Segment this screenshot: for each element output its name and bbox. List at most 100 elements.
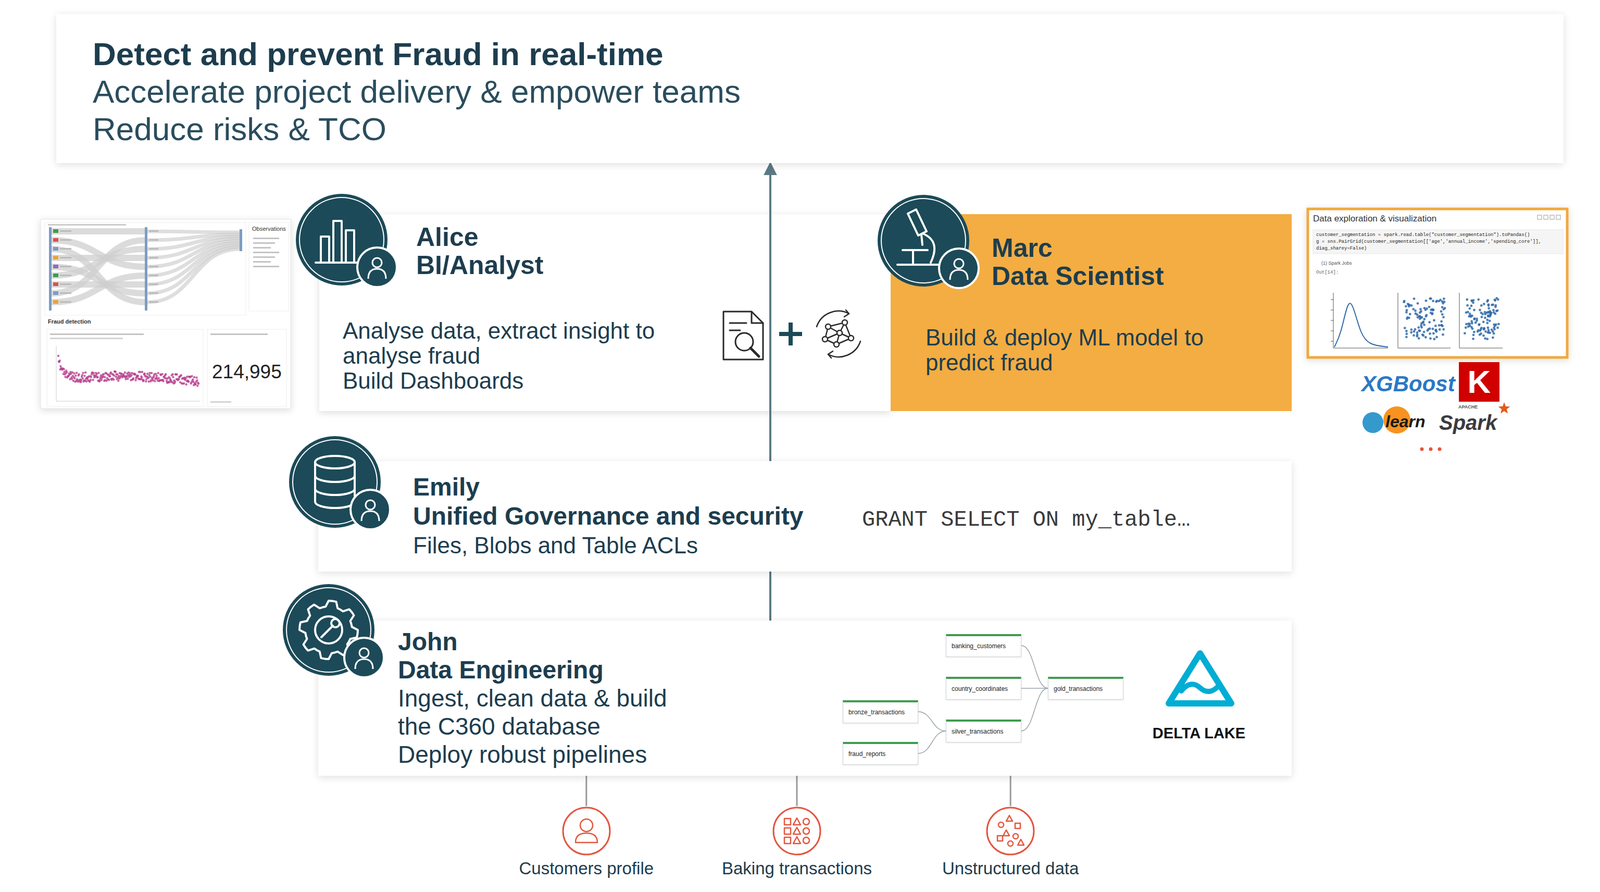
scatter-dot (1416, 333, 1419, 336)
scatter-dot (157, 376, 160, 379)
scatter-dot (1440, 323, 1443, 327)
scatter-dot (83, 374, 86, 377)
scatter-dot (1465, 310, 1468, 314)
shape-triangle (1003, 829, 1010, 836)
node-text: country_coordinates (951, 684, 1016, 693)
label-text: APACHE (1458, 404, 1478, 410)
shape-circle (803, 818, 810, 825)
text-group: EmilyUnified Governance and securityFile… (413, 472, 841, 560)
scatter-dot (1470, 299, 1473, 303)
scatter-dot (1431, 327, 1435, 331)
scatter-dot (1464, 326, 1468, 329)
scatter-dot (1443, 300, 1446, 304)
scatter-dot (1487, 306, 1491, 310)
sklearn-blob (1362, 411, 1384, 433)
scatter-dot (1491, 336, 1495, 340)
scatter-dot (1411, 307, 1415, 311)
scatter-dot (150, 371, 153, 374)
scatter-dot (1429, 336, 1432, 340)
scatter-dot (193, 376, 196, 379)
label-text: g = sns.PairGrid(customer_segmentation[[… (1316, 239, 1542, 245)
text-group: JohnData EngineeringIngest, clean data &… (397, 627, 690, 769)
shape-circle (1013, 833, 1019, 839)
text-bar (59, 247, 72, 250)
user-badge (939, 248, 979, 289)
legend-chip (53, 282, 59, 286)
hub (315, 616, 343, 644)
sankey-band (147, 248, 240, 303)
scatter-dot (1410, 304, 1414, 307)
plus-sign (779, 322, 803, 346)
toolbar-button (1543, 215, 1548, 220)
label-text: DELTA LAKE (1146, 723, 1252, 743)
scatter-dot (195, 376, 198, 379)
arm (922, 233, 935, 263)
pillar (911, 250, 915, 265)
text-bar (253, 242, 275, 244)
scatter-dot (1402, 300, 1406, 304)
person-body (575, 832, 598, 843)
page-fold (751, 311, 764, 323)
scatter-dot (140, 376, 143, 379)
scatter-dot (1434, 300, 1438, 303)
scatter-dot (171, 372, 174, 375)
scatter-dot (1418, 315, 1421, 318)
scatter-dot (1435, 335, 1439, 339)
scatter-dot (1485, 321, 1489, 325)
scatter-dot (59, 365, 62, 368)
node-text: Detect and prevent Fraud in real-time (92, 35, 1531, 73)
text-bar (59, 292, 72, 294)
pipeline-table: fraud_reports (842, 741, 919, 765)
scatter-dot (197, 382, 200, 385)
scatter-dot (187, 380, 190, 383)
db-ring (315, 475, 355, 482)
scatter-dot (1480, 304, 1483, 307)
scatter-dot (146, 372, 149, 375)
node-text: Analyse data, extract insight to analyse… (342, 318, 708, 369)
sankey-band (51, 228, 145, 235)
scatter-dot (161, 372, 164, 375)
connector (769, 163, 772, 461)
node-text: BI/Analyst (416, 251, 708, 280)
node-text: bronze_transactions (848, 708, 913, 717)
node-text: Reduce risks & TCO (92, 110, 1531, 148)
persona-icon (871, 188, 976, 293)
text-bar (148, 274, 159, 277)
scatter-dot (1496, 326, 1499, 330)
scatter-dot (1497, 322, 1500, 326)
db-ring (315, 488, 355, 495)
text-bar (148, 239, 159, 241)
scatter-dot (134, 379, 137, 382)
shape-triangle (1017, 839, 1024, 845)
scatter-dot (57, 354, 60, 357)
text-group: Detect and prevent Fraud in real-timeAcc… (92, 35, 1531, 148)
scatter-dot (1442, 315, 1445, 319)
badge-disc (357, 247, 397, 287)
scatter-dot (117, 379, 120, 382)
page (723, 311, 764, 360)
scatter-dot (1431, 299, 1435, 303)
badge-body (361, 510, 380, 521)
scatter-dot (164, 372, 167, 375)
scatter-dot (1417, 326, 1420, 329)
observation-panel (248, 222, 289, 311)
objective (921, 234, 923, 245)
text-bar (148, 301, 159, 303)
person-head (580, 818, 593, 832)
scatter-dot (1404, 304, 1408, 308)
node-text: banking_customers (951, 642, 1016, 650)
node-text: gold_transactions (1053, 684, 1118, 693)
scatter-dot (1485, 337, 1489, 341)
scatter-dot (177, 377, 180, 380)
source-ring (563, 807, 610, 855)
scatter-dot (130, 373, 133, 377)
text-bar (59, 230, 72, 232)
node-text: Baking transactions (721, 857, 872, 879)
scatter-dot (1428, 332, 1432, 335)
scatter-dot (1421, 334, 1425, 337)
text-bar (253, 251, 280, 254)
shape-square (784, 818, 791, 825)
connector (1021, 688, 1048, 731)
sankey-band (147, 246, 240, 294)
